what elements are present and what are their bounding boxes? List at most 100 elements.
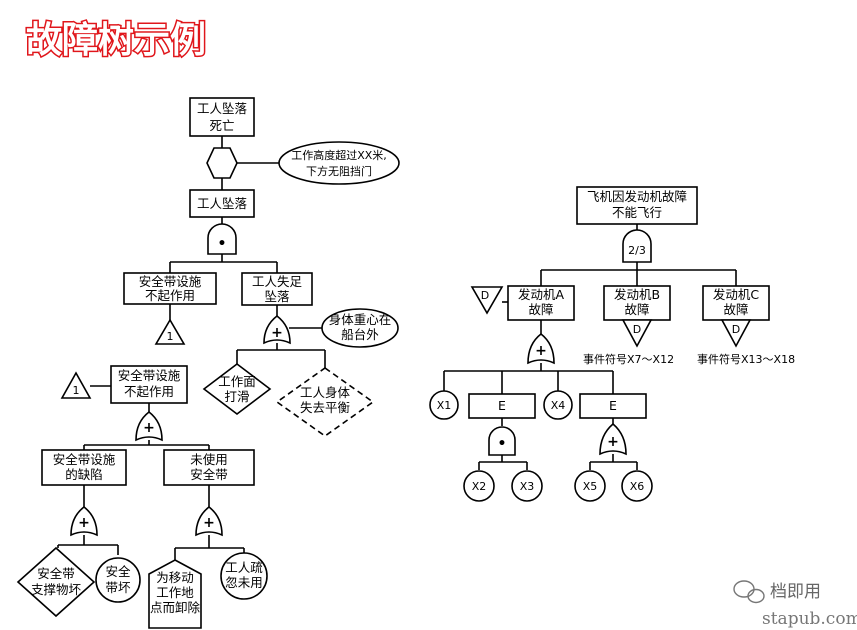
svg-text:X5: X5 xyxy=(583,480,598,493)
svg-text:X1: X1 xyxy=(437,399,452,412)
svg-text:下方无阻挡门: 下方无阻挡门 xyxy=(306,164,372,178)
svg-text:安全带: 安全带 xyxy=(190,467,228,482)
svg-text:+: + xyxy=(607,434,619,450)
basic-event-x3: X3 xyxy=(511,470,543,502)
svg-text:安全带设施: 安全带设施 xyxy=(53,452,116,467)
svg-text:不起作用: 不起作用 xyxy=(124,384,174,399)
svg-text:故障: 故障 xyxy=(528,302,553,317)
svg-text:点而卸除: 点而卸除 xyxy=(150,600,201,615)
worker-neglect-event: 工人疏 忽未用 xyxy=(220,552,268,600)
svg-text:•: • xyxy=(218,236,227,252)
engine-c-note: 事件符号X13～X18 xyxy=(697,353,795,366)
engine-a-event: 发动机A 故障 xyxy=(507,285,575,321)
transfer-out-triangle: 1 xyxy=(154,318,186,345)
svg-text:1: 1 xyxy=(73,384,80,397)
svg-text:+: + xyxy=(143,420,155,436)
svg-text:D: D xyxy=(732,323,740,336)
aircraft-top-event: 飞机因发动机故障 不能飞行 xyxy=(576,186,698,225)
svg-text:工人坠落: 工人坠落 xyxy=(197,101,248,116)
support-broken-event: 安全带 支撑物坏 xyxy=(16,546,96,618)
svg-text:发动机C: 发动机C xyxy=(713,287,760,302)
svg-text:工人坠落: 工人坠落 xyxy=(197,196,248,211)
watermark-site: stapub.com xyxy=(762,609,857,629)
and-gate: • xyxy=(207,223,237,255)
basic-event-x1: X1 xyxy=(429,390,459,420)
svg-text:工人失足: 工人失足 xyxy=(252,274,303,289)
svg-text:未使用: 未使用 xyxy=(190,452,228,467)
svg-text:失去平衡: 失去平衡 xyxy=(300,400,350,415)
svg-text:带坏: 带坏 xyxy=(105,580,131,595)
svg-text:为移动: 为移动 xyxy=(156,570,194,585)
svg-text:支撑物坏: 支撑物坏 xyxy=(31,582,82,597)
svg-text:不起作用: 不起作用 xyxy=(145,288,195,303)
or-gate-e2: + xyxy=(599,422,627,456)
center-of-gravity-condition: 身体重心在 船台外 xyxy=(321,308,399,348)
svg-text:+: + xyxy=(271,325,283,341)
svg-text:X6: X6 xyxy=(630,480,645,493)
svg-text:安全带: 安全带 xyxy=(37,566,75,581)
worker-fall-event: 工人坠落 xyxy=(189,189,255,218)
svg-text:忽未用: 忽未用 xyxy=(225,575,263,590)
svg-text:X3: X3 xyxy=(520,480,535,493)
engine-b-event: 发动机B 故障 xyxy=(603,285,671,321)
intermediate-event-e1: E xyxy=(468,393,536,419)
surface-slip-event: 工作面 打滑 xyxy=(202,362,272,416)
svg-text:故障: 故障 xyxy=(723,302,748,317)
intermediate-event-e2: E xyxy=(579,393,647,419)
svg-text:坠落: 坠落 xyxy=(264,289,290,304)
svg-text:X4: X4 xyxy=(551,399,566,412)
svg-text:工人身体: 工人身体 xyxy=(300,385,351,400)
svg-text:发动机A: 发动机A xyxy=(518,287,565,302)
left-tree-connectors xyxy=(57,136,326,560)
svg-text:安全带设施: 安全带设施 xyxy=(139,274,202,289)
or-gate-engine-a: + xyxy=(527,332,555,365)
misstep-event: 工人失足 坠落 xyxy=(241,272,313,306)
svg-text:不能飞行: 不能飞行 xyxy=(612,205,662,220)
transfer-in-triangle: 1 xyxy=(60,371,92,399)
svg-text:•: • xyxy=(498,436,507,452)
watermark: 档即用 stapub.com xyxy=(733,580,857,629)
basic-event-x5: X5 xyxy=(574,470,606,502)
svg-text:船台外: 船台外 xyxy=(341,327,379,342)
voting-gate: 2/3 xyxy=(622,229,652,263)
engine-c-transfer-triangle: D xyxy=(720,319,752,348)
svg-text:1: 1 xyxy=(167,330,174,343)
engine-b-transfer-triangle: D xyxy=(621,319,653,348)
basic-event-x4: X4 xyxy=(543,390,573,420)
basic-event-x2: X2 xyxy=(463,470,495,502)
svg-text:安全带设施: 安全带设施 xyxy=(118,368,181,383)
belt-defect-event: 安全带设施 的缺陷 xyxy=(41,449,127,486)
removed-for-move-event: 为移动 工作地 点而卸除 xyxy=(148,559,202,629)
right-tree-connectors xyxy=(443,224,737,470)
belt-broken-event: 安全 带坏 xyxy=(95,557,141,603)
and-gate-e1: • xyxy=(488,426,516,456)
left-top-event: 工人坠落 死亡 xyxy=(189,97,255,137)
wechat-icon xyxy=(733,580,765,604)
or-gate-defect: + xyxy=(70,505,98,537)
svg-text:安全: 安全 xyxy=(105,564,131,579)
svg-text:死亡: 死亡 xyxy=(209,118,234,133)
svg-text:工作高度超过XX米,: 工作高度超过XX米, xyxy=(291,148,387,162)
svg-text:打滑: 打滑 xyxy=(224,389,249,404)
inhibit-gate xyxy=(206,147,238,179)
svg-text:故障: 故障 xyxy=(624,302,649,317)
watermark-account: 档即用 xyxy=(770,582,821,602)
svg-text:E: E xyxy=(498,398,506,413)
engine-b-note: 事件符号X7～X12 xyxy=(583,353,674,366)
belt-failure-event: 安全带设施 不起作用 xyxy=(123,272,217,305)
svg-text:+: + xyxy=(535,343,547,359)
engine-c-event: 发动机C 故障 xyxy=(702,285,770,321)
belt-failure-subtree-top: 安全带设施 不起作用 xyxy=(110,365,188,404)
similar-transfer-triangle-a: D xyxy=(470,286,504,315)
or-gate-not-used: + xyxy=(195,505,223,537)
belt-not-used-event: 未使用 安全带 xyxy=(163,449,255,486)
or-gate-misstep: + xyxy=(263,314,291,345)
svg-text:D: D xyxy=(481,289,489,302)
svg-text:飞机因发动机故障: 飞机因发动机故障 xyxy=(587,189,687,204)
or-gate-belt: + xyxy=(135,410,163,442)
svg-text:+: + xyxy=(203,515,215,531)
svg-text:+: + xyxy=(78,515,90,531)
svg-text:工作地: 工作地 xyxy=(156,585,194,600)
svg-text:X2: X2 xyxy=(472,480,487,493)
